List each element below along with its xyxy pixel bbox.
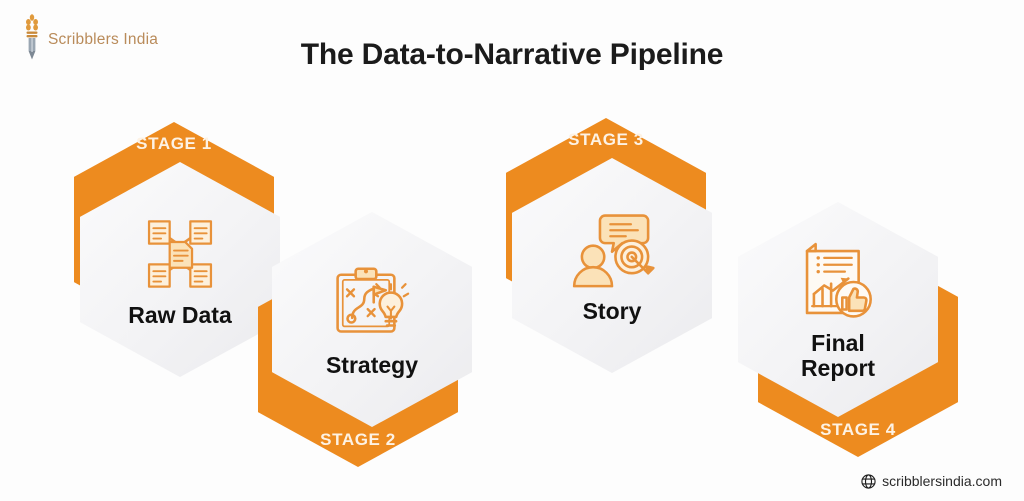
brand-logo: Scribblers India — [22, 14, 158, 60]
globe-icon — [861, 473, 876, 489]
clipboard-strategy-lightbulb-icon — [336, 267, 410, 333]
stage-4-content: Final Report — [738, 202, 938, 417]
person-speech-target-icon — [572, 214, 655, 288]
stage-card-1[interactable]: STAGE 1 — [68, 122, 280, 377]
stage-2-title: Strategy — [325, 352, 419, 379]
stage-3-title: Story — [582, 298, 642, 325]
stage-1-content: Raw Data — [80, 162, 280, 377]
brand-name: Scribblers India — [48, 31, 159, 48]
report-chart-thumbsup-icon — [805, 242, 872, 318]
footer[interactable]: scribblersindia.com — [861, 473, 1002, 489]
stage-2-content: Strategy — [272, 212, 472, 427]
stage-2-label: STAGE 2 — [320, 430, 396, 449]
stage-1-title: Raw Data — [128, 302, 232, 329]
documents-network-icon — [147, 220, 213, 288]
stage-4-label: STAGE 4 — [820, 420, 896, 439]
stage-card-2[interactable]: STAGE 2 — [258, 212, 472, 467]
stage-3-content: Story — [512, 158, 712, 373]
stage-3-label: STAGE 3 — [568, 130, 644, 149]
stage-1-label: STAGE 1 — [136, 134, 212, 153]
stage-4-title: Final Report — [800, 329, 876, 381]
wheat-quill-icon — [26, 14, 38, 60]
website-url[interactable]: scribblersindia.com — [882, 473, 1002, 489]
page-title: The Data-to-Narrative Pipeline — [300, 38, 724, 71]
stage-card-3[interactable]: STAGE 3 Story — [500, 118, 712, 373]
stage-card-4[interactable]: STAGE 4 — [738, 202, 958, 457]
